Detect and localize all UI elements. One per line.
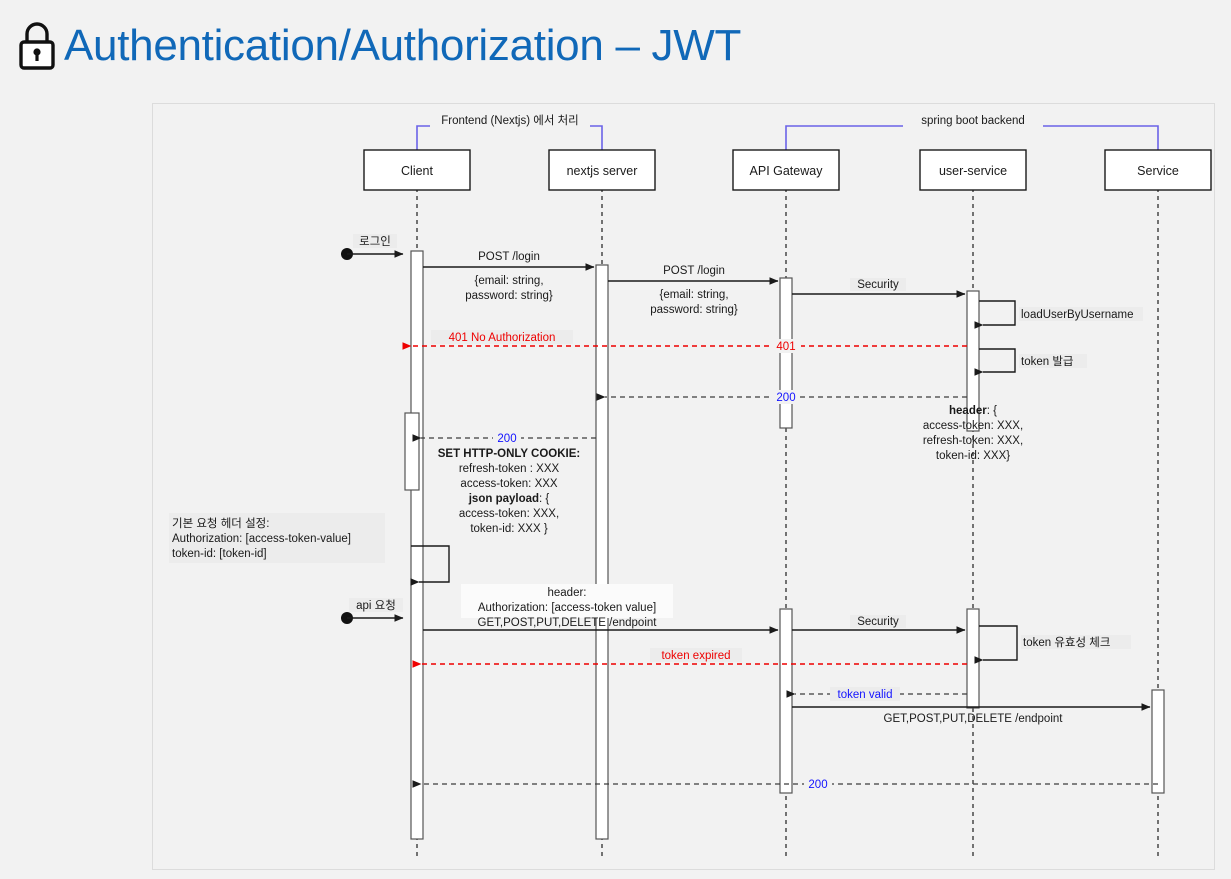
message-label-m10: Security (857, 616, 899, 628)
actor-label-gateway: API Gateway (750, 164, 824, 178)
message-token-valid: token valid (786, 687, 967, 701)
activation-gateway-api (779, 608, 793, 794)
group-label-frontend: Frontend (Nextjs) 에서 처리 (441, 114, 579, 127)
note-line-1: 기본 요청 헤더 설정: (172, 517, 269, 530)
message-security-api: Security (792, 615, 966, 634)
start-point-api-request: api 요청 (341, 598, 404, 624)
message-self-loaduserbyusername: loadUserByUsername (974, 300, 1143, 329)
cookie-line3: access-token: XXX (460, 478, 557, 490)
actor-user-service[interactable]: user-service (919, 149, 1027, 191)
actor-nextjs-server[interactable]: nextjs server (548, 149, 656, 191)
message-final-200: 200 (412, 777, 1158, 791)
group-label-backend: spring boot backend (921, 115, 1025, 127)
actor-service[interactable]: Service (1104, 149, 1212, 191)
activation-service (1151, 689, 1165, 794)
activation-client-nested (404, 412, 420, 491)
message-sub-m7-line1: header: { (949, 405, 997, 417)
message-sub-m2-line1: {email: string, (659, 289, 728, 301)
message-sub-m7-line4: token-id: XXX} (936, 450, 1010, 462)
message-label-m1: POST /login (478, 251, 540, 263)
message-post-login-gateway: POST /login {email: string, password: st… (608, 265, 779, 316)
sequence-diagram-svg: Frontend (Nextjs) 에서 처리 spring boot back… (169, 114, 1212, 856)
message-label-m4: loadUserByUsername (1021, 309, 1134, 321)
cookie-line1: SET HTTP-ONLY COOKIE: (438, 448, 581, 460)
activation-userservice-api (966, 608, 980, 709)
message-sub-m2-line2: password: string} (650, 304, 738, 316)
message-self-token-issue: token 발급 (974, 348, 1087, 376)
message-label-m5: 401 No Authorization (449, 332, 556, 344)
group-bracket-backend: spring boot backend (785, 114, 1159, 150)
message-200-set-cookie: 200 SET HTTP-ONLY COOKIE: refresh-token … (412, 431, 596, 535)
message-api-request-endpoint: header: Authorization: [access-token val… (423, 584, 779, 634)
diagram-canvas: Frontend (Nextjs) 에서 처리 spring boot back… (152, 103, 1215, 870)
message-label-m13: token valid (838, 689, 893, 701)
actor-label-service: Service (1137, 164, 1179, 178)
page-title: Authentication/Authorization – JWT (64, 21, 742, 70)
message-security-login: Security (792, 278, 966, 298)
activation-client-main (410, 250, 424, 840)
actor-label-nextjs: nextjs server (567, 164, 638, 178)
message-m9-header-label: header: (547, 587, 586, 599)
message-m9-auth-label: Authorization: [access-token value] (478, 602, 656, 614)
start-label-login: 로그인 (359, 235, 391, 248)
cookie-line4: json payload: { (468, 493, 550, 505)
cookie-line2: refresh-token : XXX (459, 463, 560, 475)
actor-label-client: Client (401, 164, 433, 178)
message-sub-m9: GET,POST,PUT,DELETE /endpoint (478, 617, 658, 629)
message-label-m2: POST /login (663, 265, 725, 277)
message-label-m11: token 유효성 체크 (1023, 636, 1110, 649)
message-self-token-validity-check: token 유효성 체크 (974, 625, 1131, 664)
activation-nextjs (595, 264, 609, 840)
message-401-no-authorization: 401 No Authorization 401 (402, 330, 967, 353)
lock-icon (19, 22, 55, 70)
actor-api-gateway[interactable]: API Gateway (732, 149, 840, 191)
message-midlabel-m5: 401 (776, 341, 795, 353)
start-label-api-request: api 요청 (356, 599, 396, 612)
message-sub-m7-line2: access-token: XXX, (923, 420, 1023, 432)
cookie-line6: token-id: XXX } (470, 523, 548, 535)
actor-label-userservice: user-service (939, 164, 1007, 178)
message-sub-m1-line2: password: string} (465, 290, 553, 302)
message-label-m7: 200 (776, 392, 795, 404)
message-label-m3: Security (857, 279, 899, 291)
message-forward-endpoint: GET,POST,PUT,DELETE /endpoint (792, 703, 1151, 725)
note-line-2: Authorization: [access-token-value] (172, 533, 351, 545)
message-label-m15: 200 (808, 779, 827, 791)
message-label-m14: GET,POST,PUT,DELETE /endpoint (884, 713, 1064, 725)
message-post-login-client: POST /login {email: string, password: st… (423, 251, 595, 302)
page-header: Authentication/Authorization – JWT (0, 0, 1231, 92)
note-line-3: token-id: [token-id] (172, 548, 267, 560)
message-token-expired: token expired (412, 648, 967, 668)
message-sub-m1-line1: {email: string, (474, 275, 543, 287)
message-label-m12: token expired (661, 650, 730, 662)
message-label-m6: token 발급 (1021, 355, 1074, 368)
message-label-m8: 200 (497, 433, 516, 445)
actor-client[interactable]: Client (363, 149, 471, 191)
note-default-request-header: 기본 요청 헤더 설정: Authorization: [access-toke… (169, 513, 450, 586)
group-bracket-frontend: Frontend (Nextjs) 에서 처리 (416, 114, 603, 150)
message-200-header: 200 header: { access-token: XXX, refresh… (596, 390, 1023, 462)
message-sub-m7-line3: refresh-token: XXX, (923, 435, 1023, 447)
start-point-login: 로그인 (341, 234, 404, 260)
cookie-line5: access-token: XXX, (459, 508, 559, 520)
